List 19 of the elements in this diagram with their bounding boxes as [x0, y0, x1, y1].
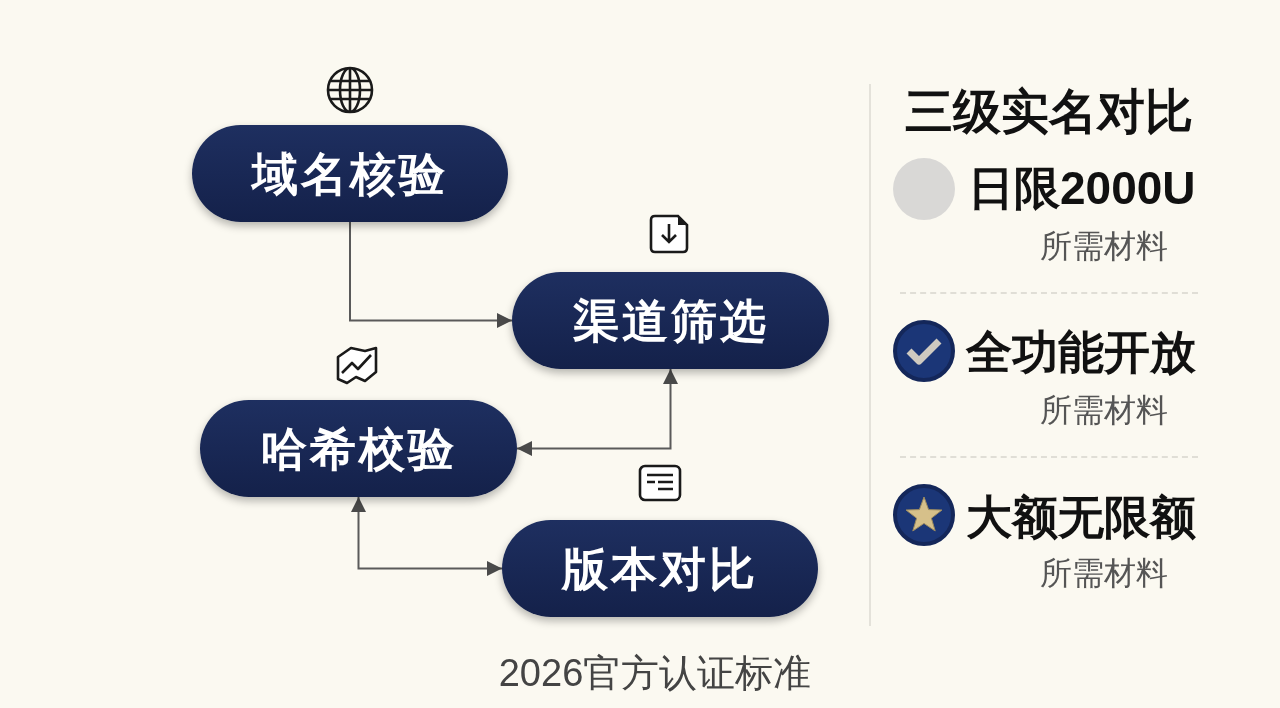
caption: 2026官方认证标准 [498, 651, 812, 696]
connector-arrow [351, 496, 503, 576]
process-pill [200, 400, 517, 497]
step-label: 渠道筛选 [572, 293, 769, 348]
step-label: 哈希校验 [260, 421, 457, 476]
tier-note: 所需材料 [1040, 554, 1168, 593]
process-pill [192, 125, 508, 222]
step-label: 版本对比 [562, 541, 758, 596]
tier-note: 所需材料 [1040, 227, 1168, 266]
tier-note: 所需材料 [1040, 391, 1168, 430]
step-label: 域名核验 [252, 146, 448, 201]
tier-label: 全功能开放 [966, 325, 1196, 379]
panel-heading: 三级实名对比 [905, 84, 1193, 140]
connector-arrow [349, 221, 513, 328]
connector-arrow [516, 368, 678, 456]
tier-label: 日限2000U [968, 161, 1196, 215]
process-pill [502, 520, 818, 617]
tier-label: 大额无限额 [966, 490, 1196, 544]
process-pill [512, 272, 829, 369]
